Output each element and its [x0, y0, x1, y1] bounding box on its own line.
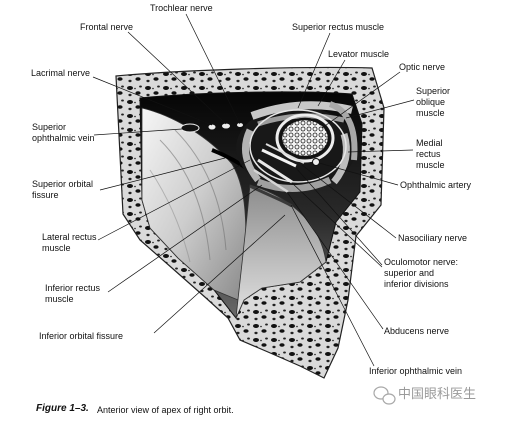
label-line: Nasociliary nerve: [398, 233, 468, 243]
label-inferior-rectus-muscle: Inferior rectus muscle: [45, 283, 100, 305]
leader-line-superior-orbital-fissure: [99, 157, 226, 191]
label-superior-orbital-fissure: Superior orbital fissure: [32, 179, 93, 201]
label-line: Frontal nerve: [80, 22, 134, 32]
label-line: rectus: [416, 149, 441, 159]
label-line: muscle: [45, 294, 74, 304]
leader-line-oculomotor-inferior: [291, 182, 383, 268]
leader-line-oculomotor-superior: [295, 167, 383, 266]
figure-caption-text: Anterior view of apex of right orbit.: [97, 405, 234, 415]
label-levator-muscle: Levator muscle: [328, 49, 389, 60]
label-line: inferior divisions: [384, 279, 449, 289]
leader-line-superior-ophthalmic-vein: [93, 128, 183, 136]
label-trochlear-nerve: Trochlear nerve: [150, 3, 213, 14]
label-line: Lateral rectus: [42, 232, 97, 242]
label-line: Superior: [32, 122, 67, 132]
label-line: muscle: [416, 108, 445, 118]
leader-line-medial-rectus-muscle: [347, 149, 414, 153]
oculomotor-superior-division: [261, 148, 297, 168]
leader-line-inferior-rectus-muscle: [107, 184, 263, 293]
oculomotor-inferior-division: [257, 158, 293, 184]
label-superior-rectus-muscle: Superior rectus muscle: [292, 22, 384, 33]
nasociliary-nerve-shape: [265, 143, 305, 164]
label-line: Lacrimal nerve: [31, 68, 91, 78]
leader-line-inferior-ophthalmic-vein: [290, 204, 375, 367]
lacrimal-nerve-section: [207, 123, 217, 131]
optic-nerve-section: [279, 117, 331, 159]
frontal-nerve-section: [221, 122, 231, 130]
label-line: Inferior orbital fissure: [39, 331, 124, 341]
wechat-icon: [373, 386, 396, 405]
optic-nerve-sheath: [275, 113, 335, 163]
leader-line-lateral-rectus-muscle: [97, 159, 251, 241]
label-line: Inferior rectus: [45, 283, 101, 293]
wall-shading-stroke: [174, 129, 227, 251]
label-line: Abducens nerve: [384, 326, 450, 336]
superior-ophthalmic-vein-section: [180, 123, 200, 133]
lateral-rectus-muscle-shape: [242, 128, 261, 183]
label-line: Superior orbital: [32, 179, 94, 189]
label-line: Medial: [416, 138, 443, 148]
label-line: Levator muscle: [328, 49, 390, 59]
label-line: muscle: [42, 243, 71, 253]
wall-shading-stroke: [159, 139, 211, 261]
abducens-nerve-shape: [253, 168, 289, 194]
label-line: Oculomotor nerve:: [384, 257, 459, 267]
annulus-ring: [249, 109, 347, 183]
trochlear-nerve-section: [236, 122, 244, 128]
wall-shading-stroke: [149, 169, 191, 263]
label-line: Superior rectus muscle: [292, 22, 385, 32]
ophthalmic-artery-section: [312, 158, 320, 166]
label-medial-rectus-muscle: Medial rectus muscle: [416, 138, 445, 171]
leader-line-inferior-orbital-fissure: [153, 214, 286, 334]
label-lacrimal-nerve: Lacrimal nerve: [31, 68, 90, 79]
label-line: superior and: [384, 268, 435, 278]
label-inferior-orbital-fissure: Inferior orbital fissure: [39, 331, 123, 342]
leader-line-trochlear-nerve: [185, 13, 241, 125]
leader-line-superior-oblique-muscle: [345, 99, 415, 119]
label-line: Trochlear nerve: [150, 3, 213, 13]
leader-line-nasociliary-nerve: [301, 164, 397, 239]
label-line: ophthalmic vein: [32, 133, 95, 143]
label-superior-ophthalmic-vein: Superior ophthalmic vein: [32, 122, 95, 144]
inferior-rectus-muscle-shape: [256, 176, 332, 193]
label-line: Ophthalmic artery: [400, 180, 472, 190]
label-optic-nerve: Optic nerve: [399, 62, 445, 73]
leader-line-lacrimal-nerve: [92, 76, 213, 126]
leader-line-superior-rectus-muscle: [297, 32, 331, 109]
label-line: muscle: [416, 160, 445, 170]
leader-line-levator-muscle: [317, 59, 346, 107]
label-line: fissure: [32, 190, 59, 200]
watermark-text: 中国眼科医生: [398, 386, 477, 401]
label-superior-oblique-muscle: Superior oblique muscle: [416, 86, 450, 119]
leader-line-frontal-nerve: [127, 31, 227, 125]
label-frontal-nerve: Frontal nerve: [80, 22, 133, 33]
figure-caption-label: Figure 1–3.: [36, 403, 89, 414]
leader-line-ophthalmic-artery: [318, 162, 399, 186]
leader-line-abducens-nerve: [286, 191, 384, 330]
label-line: Inferior ophthalmic vein: [369, 366, 463, 376]
label-line: Optic nerve: [399, 62, 446, 72]
inferior-ophthalmic-vein-shape: [249, 184, 293, 208]
label-oculomotor-nerve: Oculomotor nerve: superior and inferior …: [384, 257, 458, 290]
label-ophthalmic-artery: Ophthalmic artery: [400, 180, 471, 191]
label-lateral-rectus-muscle: Lateral rectus muscle: [42, 232, 97, 254]
label-inferior-ophthalmic-vein: Inferior ophthalmic vein: [369, 366, 462, 377]
label-line: oblique: [416, 97, 446, 107]
label-line: Superior: [416, 86, 451, 96]
label-abducens-nerve: Abducens nerve: [384, 326, 449, 337]
label-nasociliary-nerve: Nasociliary nerve: [398, 233, 467, 244]
leader-line-optic-nerve: [321, 71, 401, 129]
